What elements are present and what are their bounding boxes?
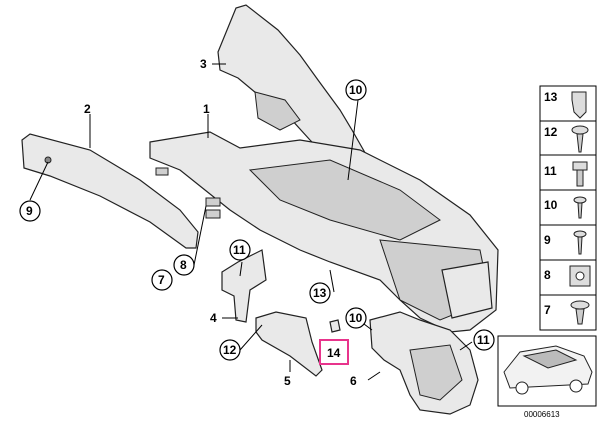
legend-label-8: 8 xyxy=(544,268,551,282)
legend-label-12: 12 xyxy=(544,125,558,139)
push-rivet-icon xyxy=(570,300,590,325)
callout-3: 3 xyxy=(200,57,207,71)
callout-10: 10 xyxy=(349,83,363,97)
part-5-trim-panel[interactable] xyxy=(255,311,323,377)
vehicle-thumbnail xyxy=(497,335,597,407)
legend-label-13: 13 xyxy=(544,90,558,104)
callout-11a: 11 xyxy=(233,243,246,257)
callout-9: 9 xyxy=(26,204,33,218)
diagram-id: 00006613 xyxy=(524,410,560,419)
callout-5: 5 xyxy=(284,374,291,388)
callout-14-highlight xyxy=(319,339,349,365)
callout-11b: 11 xyxy=(477,333,490,347)
callout-6: 6 xyxy=(350,374,357,388)
callout-12-circle xyxy=(219,339,241,361)
screw-12-icon xyxy=(571,125,589,153)
callouts: 3 2 1 10 9 11 8 7 13 4 10 12 14 11 5 6 xyxy=(19,57,495,388)
callout-11a-circle xyxy=(229,239,251,261)
screw-9-icon xyxy=(573,230,587,255)
callout-14: 14 xyxy=(327,346,341,360)
part-6-frame[interactable] xyxy=(369,311,479,415)
callout-2: 2 xyxy=(84,102,91,116)
callout-12: 12 xyxy=(223,343,237,357)
spring-clip-icon xyxy=(571,91,587,119)
hex-bolt-icon xyxy=(572,161,588,187)
callout-8: 8 xyxy=(180,258,187,272)
callout-1: 1 xyxy=(203,102,210,116)
legend-label-7: 7 xyxy=(544,303,551,317)
callout-10b: 10 xyxy=(349,311,363,325)
part-4-bracket[interactable] xyxy=(221,249,267,323)
callout-13-circle xyxy=(309,282,331,304)
callout-10-circle xyxy=(345,79,367,101)
screw-10-icon xyxy=(573,196,587,219)
callout-10b-circle xyxy=(345,307,367,329)
clip-nut-icon xyxy=(569,265,591,287)
fastener-legend: 13 12 11 10 9 8 7 xyxy=(539,85,597,331)
callout-11b-circle xyxy=(473,329,495,351)
legend-label-10: 10 xyxy=(544,198,558,212)
callout-4: 4 xyxy=(210,311,217,325)
callout-7-circle xyxy=(151,269,173,291)
part-2-side-panel[interactable] xyxy=(21,133,199,249)
part-3-rear-panel[interactable] xyxy=(217,4,371,181)
leader-lines xyxy=(29,63,473,381)
legend-label-11: 11 xyxy=(544,164,557,178)
part-14-clip[interactable] xyxy=(329,319,341,333)
callout-9-circle xyxy=(19,200,41,222)
legend-label-9: 9 xyxy=(544,233,551,247)
callout-7: 7 xyxy=(158,273,165,287)
callout-13: 13 xyxy=(313,286,327,300)
callout-8-circle xyxy=(173,254,195,276)
